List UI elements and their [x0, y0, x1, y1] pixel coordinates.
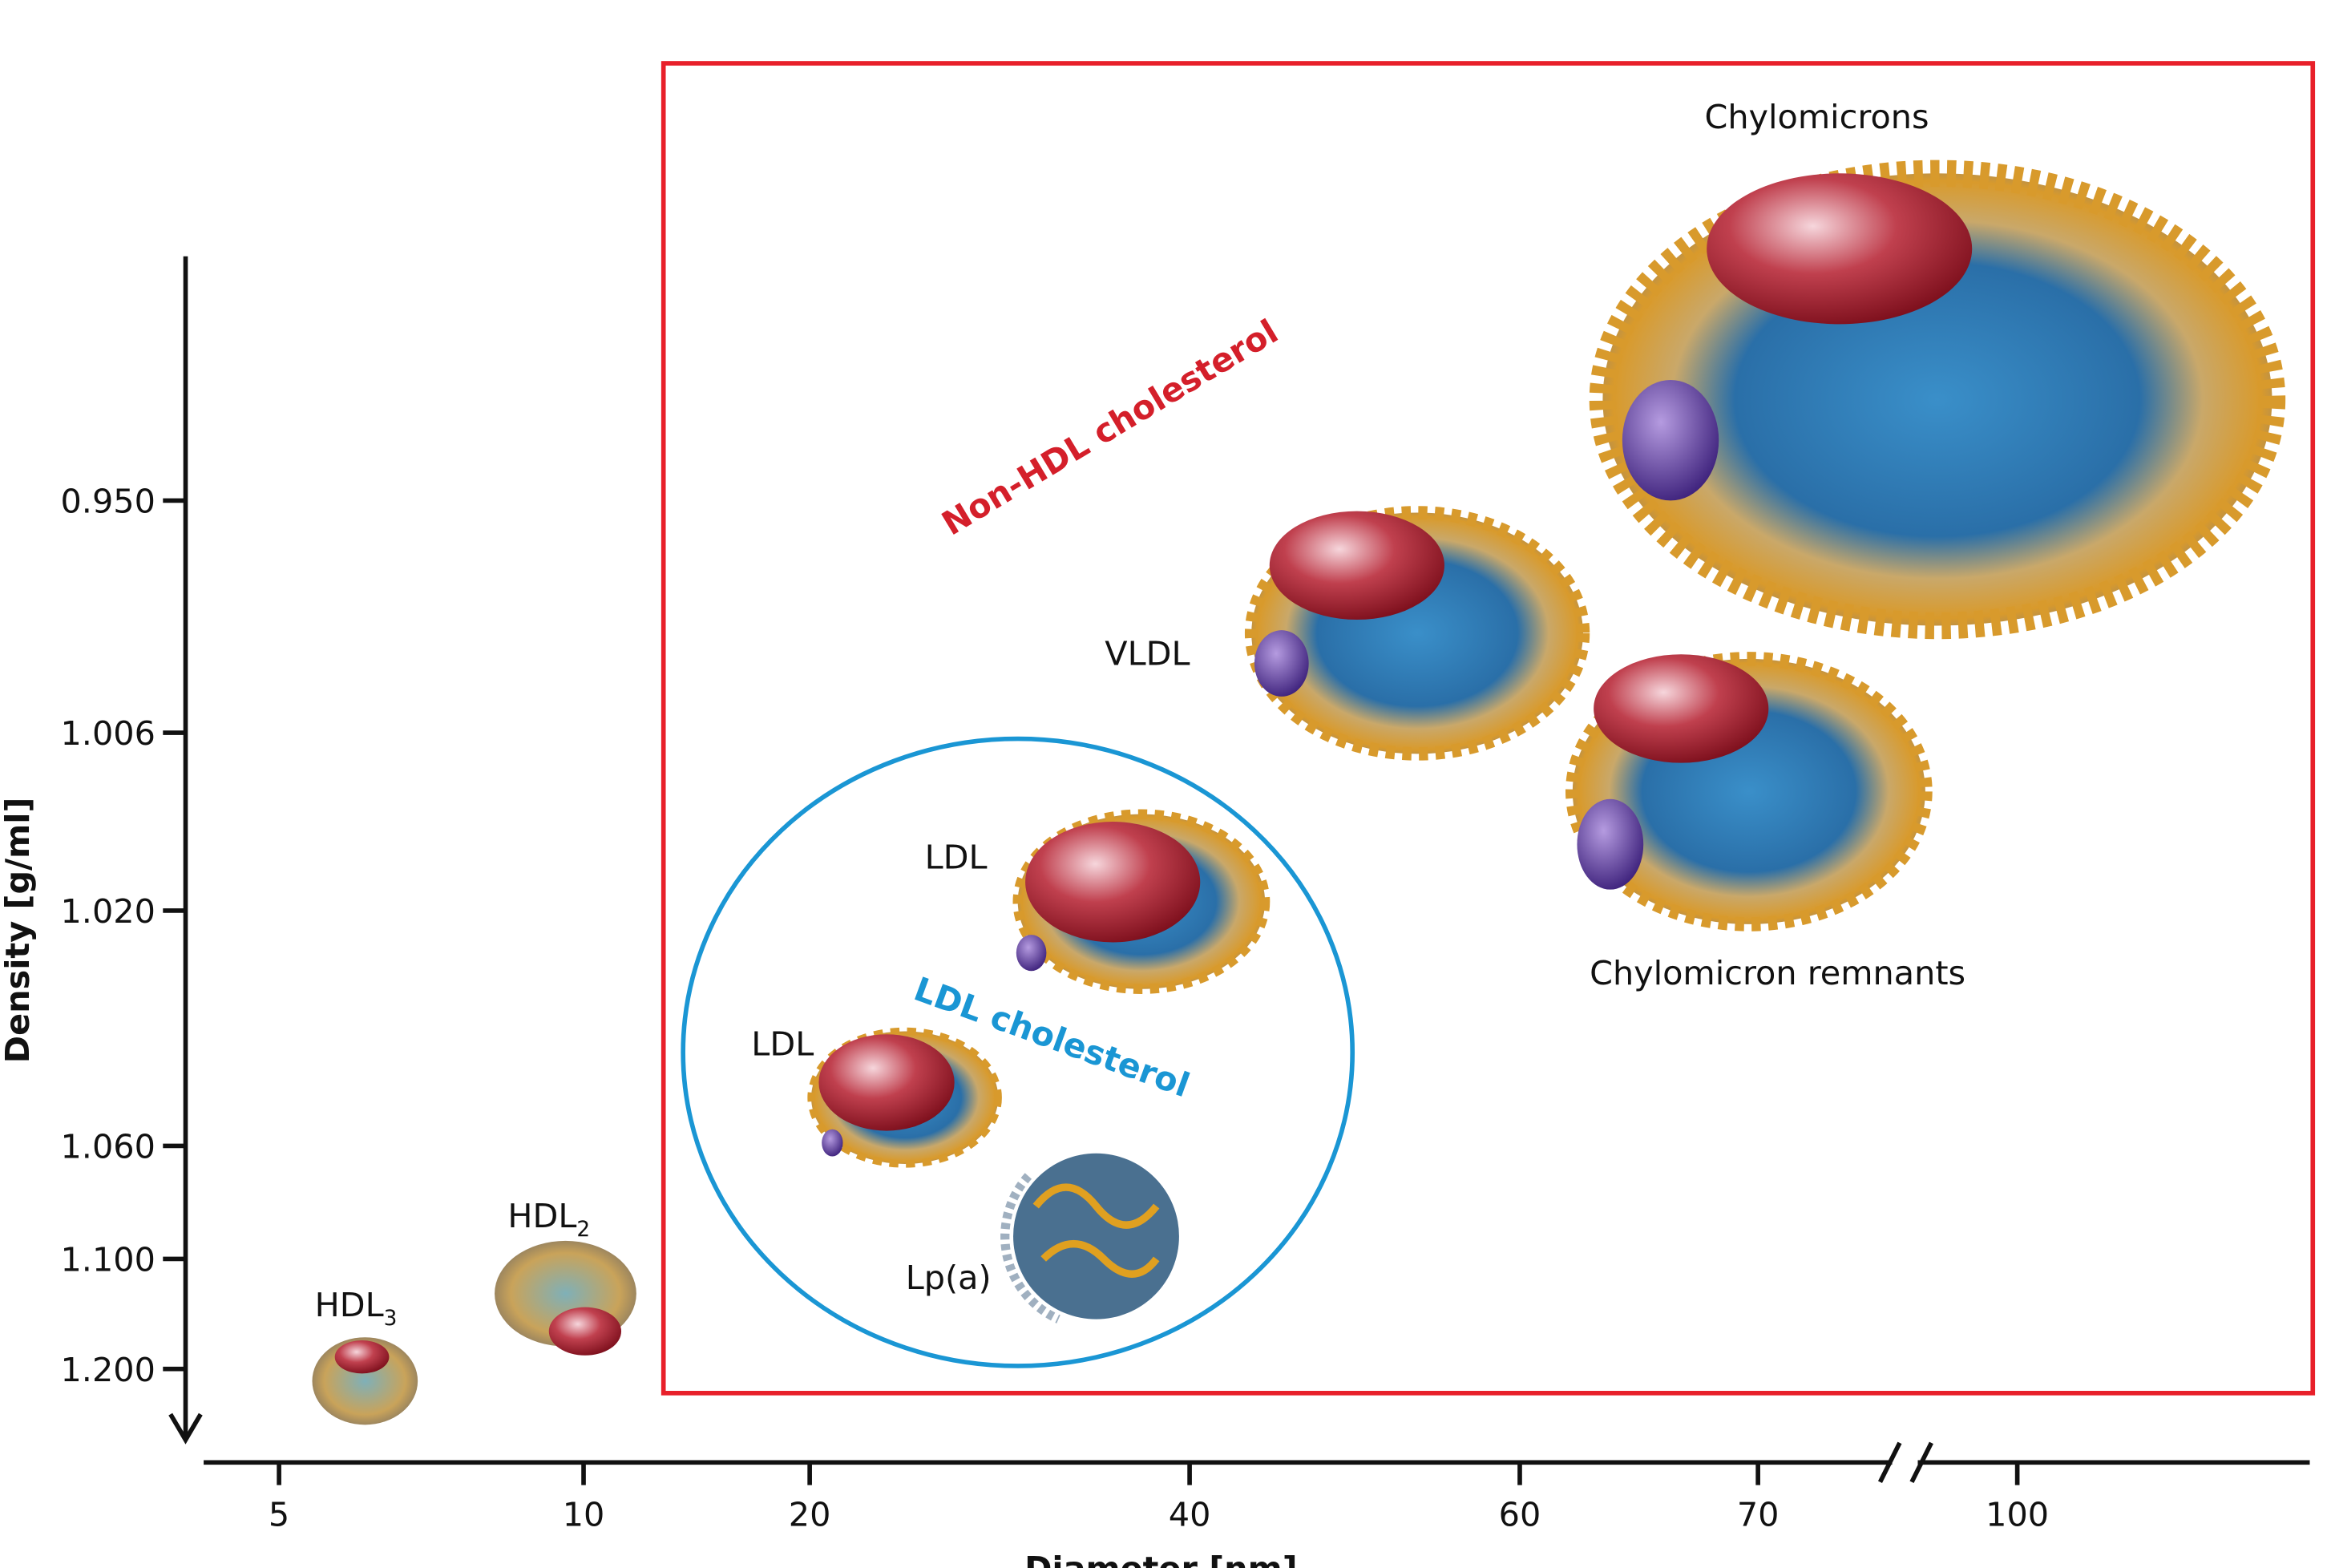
particle-label-text: Lp(a): [906, 1259, 992, 1297]
particle-label: LDL: [925, 838, 988, 876]
particle-chylomicrons: Chylomicrons: [1589, 98, 2286, 640]
particle-label: LDL: [751, 1025, 814, 1064]
apolipoprotein-icon: [1016, 935, 1047, 972]
particle-lp-a: Lp(a): [906, 1153, 1179, 1324]
x-tick-label: 70: [1737, 1495, 1780, 1534]
apob-cap-icon: [1025, 822, 1201, 943]
particle-vldl: VLDL: [1105, 506, 1590, 761]
lpa-particle-icon: [1013, 1153, 1179, 1319]
particle-label-subscript: 3: [384, 1307, 398, 1331]
apob-cap-icon: [1594, 654, 1769, 763]
apolipoprotein-icon: [822, 1129, 843, 1157]
x-tick-label: 20: [789, 1495, 831, 1534]
particle-label-text: Chylomicrons: [1704, 98, 1929, 136]
y-axis: 0.950 1.006 1.020 1.060 1.100 1.200 Density […: [0, 256, 203, 1445]
y-tick-label: 0.950: [60, 482, 155, 520]
y-tick-label: 1.020: [60, 892, 155, 931]
apob-cap-icon: [334, 1340, 390, 1374]
x-tick-label: 40: [1169, 1495, 1211, 1534]
particle-chylomicron-remnants: Chylomicron remnants: [1565, 652, 1965, 992]
particle-label-text: LDL: [751, 1025, 814, 1064]
apob-cap-icon: [548, 1307, 622, 1356]
axis-break-icon: [1877, 1441, 1933, 1484]
particle-ldl-small: LDL: [751, 1025, 1002, 1168]
particle-label: HDL3: [315, 1286, 398, 1331]
particle-label-text: Chylomicron remnants: [1590, 954, 1965, 992]
ldl-cholesterol-circle: [681, 736, 1355, 1368]
y-tick-label: 1.060: [60, 1127, 155, 1166]
particle-ldl-large: LDL: [925, 809, 1271, 994]
particle-label: VLDL: [1105, 634, 1190, 673]
particle-hdl3: HDL3: [312, 1286, 418, 1425]
particle-label-text: HDL: [507, 1197, 576, 1235]
y-tick-label: 1.006: [60, 714, 155, 753]
particle-label: Chylomicrons: [1704, 98, 1929, 136]
y-axis-title: Density [g/ml]: [0, 798, 37, 1064]
particle-hdl2: HDL2: [495, 1197, 636, 1356]
apolipoprotein-icon: [1577, 798, 1644, 890]
y-axis-arrow-icon: [168, 1412, 203, 1445]
particle-label-text: HDL: [315, 1286, 384, 1324]
particle-label: HDL2: [507, 1197, 590, 1242]
apob-cap-icon: [818, 1034, 955, 1131]
y-tick-label: 1.100: [60, 1240, 155, 1279]
particle-label: Chylomicron remnants: [1590, 954, 1965, 992]
x-tick-label: 5: [269, 1495, 289, 1534]
particle-label: Lp(a): [906, 1259, 992, 1297]
x-tick-label: 10: [563, 1495, 605, 1534]
non-hdl-label: Non-HDL cholesterol: [935, 312, 1285, 543]
apob-cap-icon: [1269, 511, 1444, 620]
x-axis: 5 10 20 40 60 70 100 Diameter [nm]: [204, 1441, 2310, 1568]
non-hdl-box: [661, 61, 2316, 1396]
x-tick-label: 100: [1986, 1495, 2049, 1534]
particle-label-text: VLDL: [1105, 634, 1190, 673]
particle-label-text: LDL: [925, 838, 988, 876]
x-axis-title: Diameter [nm]: [1024, 1550, 1298, 1568]
y-tick-label: 1.200: [60, 1351, 155, 1389]
apob-cap-icon: [1707, 173, 1973, 325]
x-tick-label: 60: [1499, 1495, 1541, 1534]
apolipoprotein-icon: [1254, 630, 1309, 697]
particle-label-subscript: 2: [576, 1218, 590, 1242]
apolipoprotein-icon: [1622, 379, 1719, 501]
